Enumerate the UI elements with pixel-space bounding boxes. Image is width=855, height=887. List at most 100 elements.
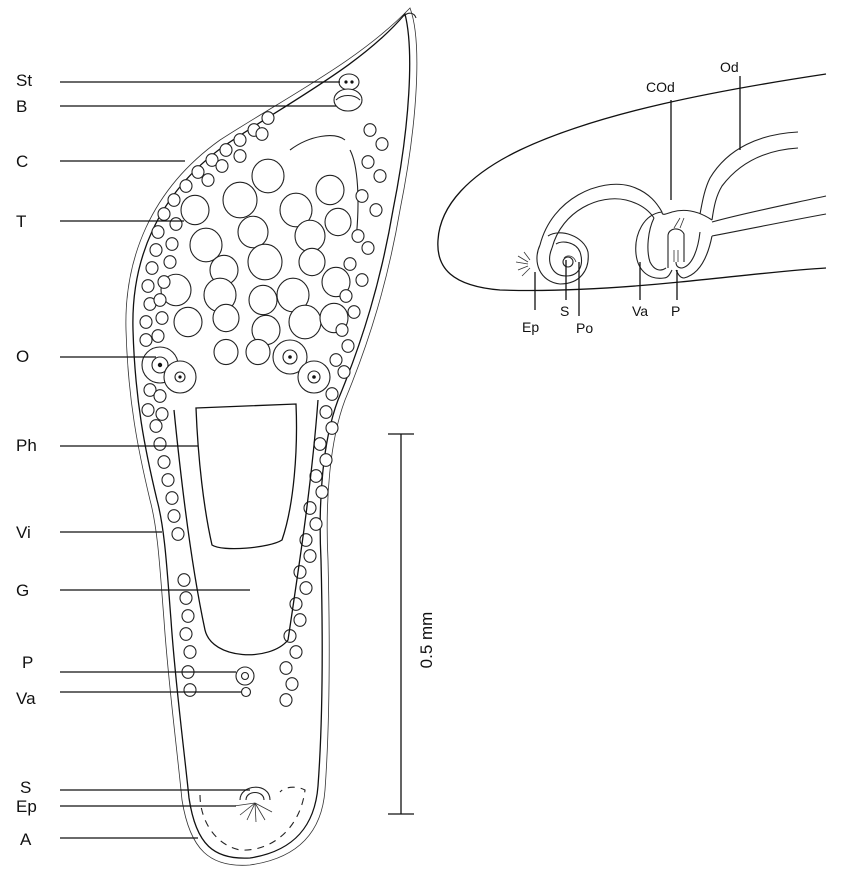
vitelline-follicle [309,469,323,483]
vitelline-follicle [183,683,197,697]
vitelline-follicle [191,165,205,179]
vitelline-follicle [303,549,317,563]
vitelline-follicle [143,383,157,397]
ovary-left [141,346,197,394]
vitelline-follicle [171,527,185,541]
vitelline-follicle [373,169,387,183]
label-t: T [16,212,26,231]
vitelline-follicle [149,243,163,257]
label-g: G [16,581,29,600]
inset-oviduct [699,131,799,215]
vitelline-follicle [215,159,229,173]
vitelline-follicle [309,517,323,531]
label-vi: Vi [16,523,31,542]
inset-penis [667,228,685,268]
vitelline-follicle [205,153,219,167]
label-b: B [16,97,27,116]
testis-follicle [189,227,223,263]
vitelline-follicle [279,661,293,675]
vitelline-follicle [355,189,369,203]
vitelline-follicle [151,225,165,239]
scale-bar: 0.5 mm [388,433,436,815]
inset-label-od: Od [720,59,739,75]
vitelline-follicle [261,111,275,125]
vitelline-follicle [319,453,333,467]
testis-follicle [251,158,285,194]
testis-follicle [237,215,269,249]
vitelline-follicle [181,609,195,623]
vitelline-follicle [165,491,179,505]
scale-bar-label: 0.5 mm [417,612,436,669]
vitelline-follicle [319,405,333,419]
vitelline-follicle [141,403,155,417]
label-c: C [16,152,28,171]
inset-label-po: Po [576,320,593,336]
vitelline-follicle [153,389,167,403]
vitelline-follicle [325,387,339,401]
tip-fold [403,12,417,19]
vitelline-follicle [151,329,165,343]
vitelline-follicle [153,293,167,307]
vitelline-follicle [163,255,177,269]
inset-label-s: S [560,303,569,319]
vitelline-follicle [293,565,307,579]
inset-seminal-bulb [536,232,589,285]
testis-follicle [321,266,351,298]
vitelline-follicle [337,365,351,379]
vitelline-follicle [157,275,171,289]
testis-follicle [288,304,322,340]
vitelline-follicle [361,155,375,169]
vitelline-follicle [255,127,269,141]
vitelline-follicle [177,573,191,587]
penis [235,666,255,686]
vitelline-follicle [325,421,339,435]
vitelline-follicle [157,207,171,221]
vitelline-follicle [289,645,303,659]
vitelline-follicle [285,677,299,691]
inset-common-duct [539,183,663,246]
vitelline-follicle [183,645,197,659]
vitelline-follicle [369,203,383,217]
vitelline-follicle [293,613,307,627]
testis-follicle [298,247,326,277]
label-a: A [20,830,32,849]
vitelline-follicle [299,581,313,595]
inset-oviduct-inner [711,147,799,221]
vitelline-follicle [363,123,377,137]
gut [173,399,319,656]
vitelline-follicle [351,229,365,243]
testis-follicle [212,303,240,333]
inset-diagram: COd Od Ep S Po Va P [437,59,827,336]
testis-follicle [324,207,352,237]
vitelline-follicle [355,273,369,287]
vitelline-follicle [161,473,175,487]
label-s: S [20,778,31,797]
vagina [240,686,252,698]
testis-follicle [294,219,326,253]
statocyst [338,73,360,91]
testis-follicle [315,174,345,206]
testes-region-outline [289,135,359,241]
body-outline [132,12,411,859]
inset-label-cod: COd [646,79,675,95]
vitelline-follicle [179,627,193,641]
worm-body [125,7,418,866]
vitelline-follicle [279,693,293,707]
inset-body-outline [437,73,827,292]
vitelline-follicle [155,311,169,325]
vitelline-follicle [167,193,181,207]
vitelline-follicle [179,179,193,193]
inset-label-va: Va [632,303,648,319]
label-p: P [22,653,33,672]
vitelline-follicle [169,217,183,231]
label-ep: Ep [16,797,37,816]
leader-lines [60,81,340,839]
vitelline-follicle [139,333,153,347]
vitelline-follicle [329,353,343,367]
tail-sense-organ [233,786,273,823]
adhesive-organ [199,786,306,851]
inset-vagina-bulb [635,211,673,279]
vitelline-follicle [179,591,193,605]
vitelline-follicle [167,509,181,523]
